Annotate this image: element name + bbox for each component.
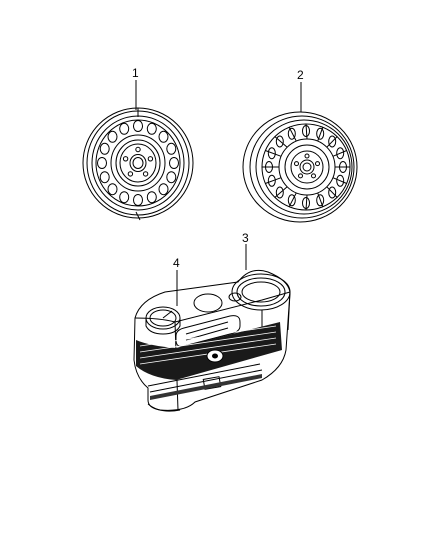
vent-hole: [336, 147, 345, 160]
spoke-line: [332, 150, 347, 157]
spoke-line: [265, 150, 282, 157]
spoke-line: [317, 127, 324, 142]
vent-hole: [336, 174, 345, 187]
tire-inflator-compressor-part-3: [133, 269, 291, 412]
vent-hole: [166, 142, 177, 155]
vent-hole: [275, 135, 284, 148]
steel-wheel-part-2: [242, 111, 358, 223]
vent-hole: [287, 127, 296, 140]
lug-hole: [304, 153, 310, 159]
vent-hole: [267, 147, 276, 160]
callout-1: 1: [132, 66, 139, 80]
spoke-line: [274, 186, 288, 198]
spoke-line: [332, 177, 347, 184]
spoke-line: [305, 194, 308, 211]
lug-hole: [315, 161, 320, 167]
vent-hole: [119, 191, 130, 204]
vent-hole: [275, 186, 284, 199]
wheel-1-lug-holes: [122, 146, 154, 177]
vent-hole: [316, 127, 325, 140]
steel-wheel-part-1: [82, 107, 194, 221]
spoke-line: [326, 186, 338, 198]
vent-hole: [287, 194, 296, 207]
lug-hole: [127, 171, 134, 177]
vent-hole: [97, 157, 107, 169]
vent-hole: [328, 135, 337, 148]
vent-hole: [99, 142, 110, 155]
vent-hole: [166, 171, 177, 184]
vent-hole: [158, 183, 169, 196]
vent-hole: [169, 157, 179, 169]
vent-hole: [158, 130, 169, 143]
lug-hole: [147, 156, 154, 162]
lug-hole: [311, 173, 316, 179]
wheel-2-vent-holes: [265, 125, 347, 209]
vent-hole: [328, 186, 337, 199]
vent-hole: [107, 130, 118, 143]
lug-hole: [122, 156, 129, 162]
spoke-line: [274, 136, 288, 148]
spoke-line: [288, 192, 297, 207]
vent-hole: [133, 194, 143, 206]
lug-hole: [294, 161, 299, 167]
callout-2: 2: [297, 68, 304, 82]
spoke-line: [265, 177, 282, 184]
spoke-line: [305, 123, 308, 140]
pressure-gauge-part-4: [145, 306, 181, 335]
vent-hole: [267, 174, 276, 187]
vent-hole: [146, 191, 157, 204]
lug-hole: [298, 173, 303, 179]
vent-hole: [107, 183, 118, 196]
wheel-1-vent-holes: [97, 120, 179, 206]
lug-hole: [135, 146, 141, 153]
vent-hole: [119, 122, 130, 135]
wheel-2-spoke-lines: [262, 123, 350, 211]
callout-3: 3: [242, 231, 249, 245]
lug-hole: [142, 171, 149, 177]
wheel-2-lug-holes: [294, 153, 320, 179]
spoke-line: [317, 192, 324, 207]
spoke-line: [326, 136, 338, 148]
vent-hole: [146, 122, 157, 135]
callout-4: 4: [173, 256, 180, 270]
vent-hole: [316, 194, 325, 207]
vent-hole: [133, 120, 143, 132]
vent-hole: [99, 171, 110, 184]
spoke-line: [288, 127, 297, 142]
